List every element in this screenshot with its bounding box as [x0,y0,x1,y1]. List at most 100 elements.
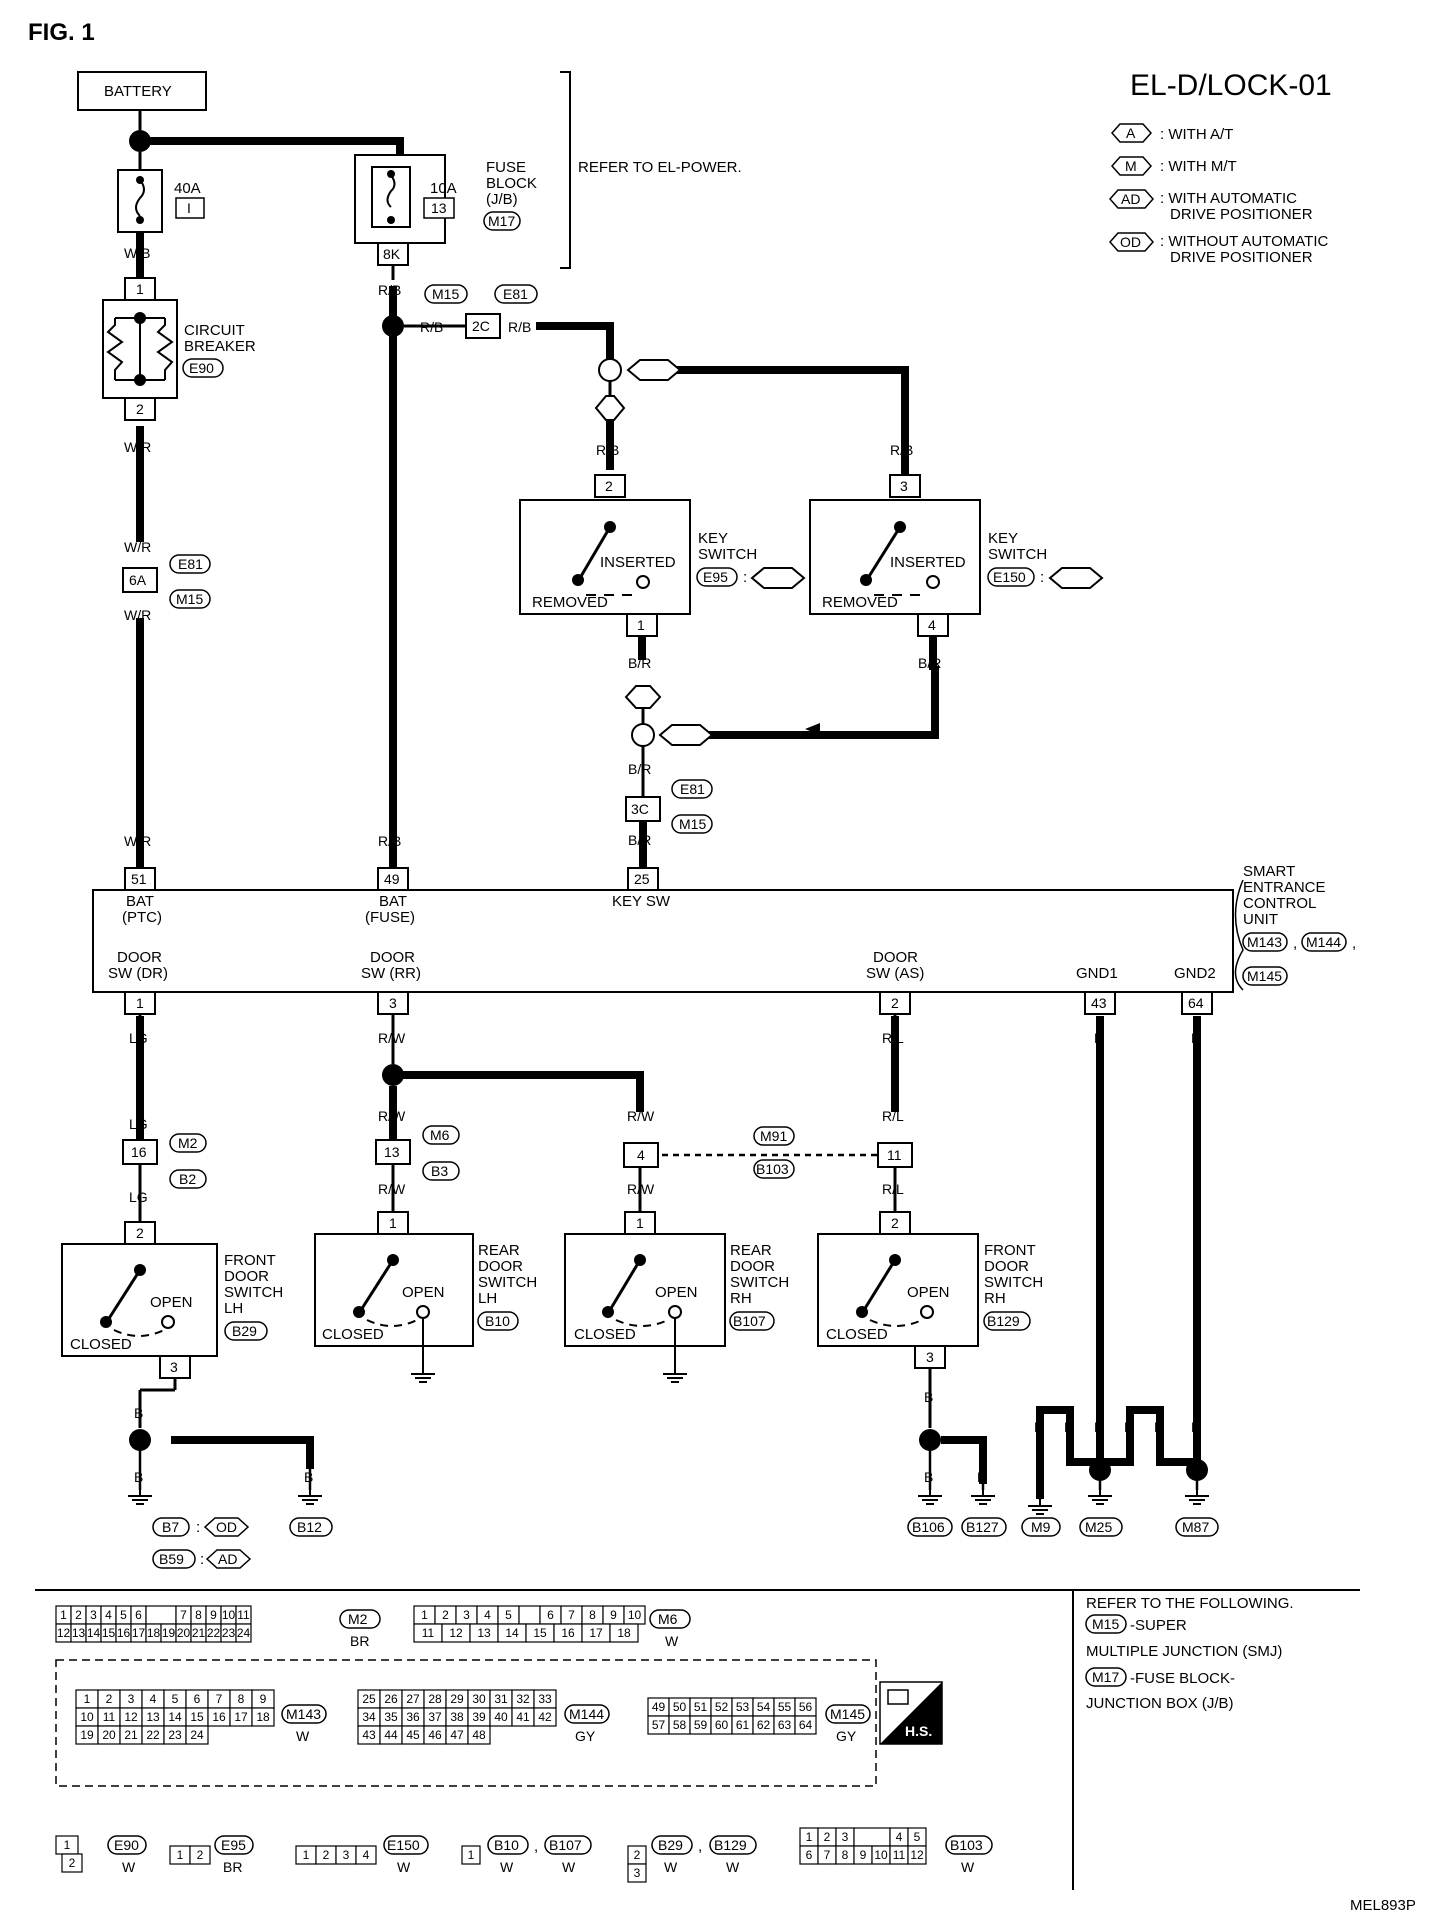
battery-box: BATTERY [77,71,207,152]
m144-pin: 29 [450,1692,464,1706]
wire-color-rb-5: R/B [890,442,913,458]
wire-color-rl-1: R/L [882,1030,904,1046]
joint-16: 16 M2 B2 [122,1133,207,1189]
joint-4-11-c1: M91 [760,1128,787,1144]
gnd-m87: M87 [1182,1519,1209,1535]
key-sw1-l2: SWITCH [698,546,757,563]
m145-pin: 51 [694,1700,708,1714]
m143-pin: 24 [190,1728,204,1742]
smart-entrance-control-unit: 51 BAT (PTC) 49 BAT (FUSE) 25 KEY SW DOO… [92,863,1356,1015]
option-hex [658,724,714,746]
wire-color-rb-2: R/B [420,319,443,335]
b103-pin: 4 [896,1830,903,1844]
cb-l1: CIRCUIT [184,322,245,339]
e95-cell [189,1845,211,1865]
cb-l2: BREAKER [184,338,256,355]
conn-b10-color-1: W [500,1859,514,1875]
joint-2c: 2C M15 E81 R/B [424,284,538,339]
m2-cell [145,1605,177,1625]
term-64-l2: GND2 [1174,965,1216,982]
m144-pin: 34 [362,1710,376,1724]
key-switch-e150: 3 INSERTED REMOVED 4 KEY SWITCH E150 : [809,474,1104,637]
m2-pin: 11 [237,1608,250,1622]
ds2-l3: SWITCH [478,1274,537,1291]
splice-gnd2 [1186,1459,1208,1481]
ds2-closed: CLOSED [322,1326,384,1343]
splice-gnd1 [1089,1459,1111,1481]
wire-color-b-14: B [1191,1419,1200,1435]
m143-pin: 12 [124,1710,138,1724]
legend-text-ad-1: : WITH AUTOMATIC [1160,190,1297,207]
b103-pin: 11 [893,1848,906,1862]
wire-color-b-5: B [304,1469,313,1485]
secu-l3: CONTROL [1243,895,1316,912]
key-sw1-l1: KEY [698,530,728,547]
joint-2c-c1: M15 [432,286,459,302]
gnd-b12: B12 [297,1519,322,1535]
wire-color-wr-2: W/R [124,539,151,555]
ds1-open: OPEN [150,1294,193,1311]
m6-pin: 10 [628,1608,642,1622]
m144-pin: 30 [472,1692,486,1706]
ds3-open: OPEN [655,1284,698,1301]
ground-labels-rh: B106 B127 M9 M25 M87 [907,1517,1219,1537]
m145-pin: 64 [799,1718,813,1732]
m6-pin: 8 [589,1608,596,1622]
ds2-pin-in: 1 [389,1215,397,1231]
e90-pin: 1 [64,1838,71,1852]
m2-pin: 22 [207,1626,221,1640]
refer-bracket [560,71,571,269]
legend-code-m: M [1125,158,1137,174]
m6-pin: 4 [484,1608,491,1622]
wire-color-br-1: B/R [628,655,651,671]
wire-color-br-2: B/R [918,655,941,671]
secu-l4: UNIT [1243,911,1278,928]
term-51-pin: 51 [131,871,147,887]
legend-code-a: A [1126,125,1136,141]
m6-pin: 13 [477,1626,491,1640]
conn-b103-color: W [961,1859,975,1875]
m6-cell [518,1605,541,1625]
wire-color-b-12: B [1124,1419,1133,1435]
conn-m145-color: GY [836,1728,857,1744]
b103-pin: 1 [806,1830,813,1844]
m145-pin: 60 [715,1718,729,1732]
gnd-b59: B59 [159,1551,184,1567]
key-sw2-inserted: INSERTED [890,554,966,571]
wire-color-b-3: B [134,1405,143,1421]
secu-comma-2: , [1352,935,1356,952]
legend: A : WITH A/T M : WITH M/T AD : WITH AUTO… [1108,123,1329,266]
term-49-l1: BAT [379,893,407,910]
m6-pin: 1 [421,1608,428,1622]
m144-pin: 32 [516,1692,530,1706]
m144-pin: 47 [450,1728,464,1742]
legend-text-od-1: : WITHOUT AUTOMATIC [1160,233,1329,250]
m144-pin: 43 [362,1728,376,1742]
legend-text-m: : WITH M/T [1160,158,1237,175]
e150-pin: 2 [323,1848,330,1862]
m6-pin: 18 [617,1626,631,1640]
m2-pin: 17 [132,1626,146,1640]
rear-door-switch-rh: 1 OPEN CLOSED REAR DOOR SWITCH RH B107 [564,1211,789,1368]
term-49-pin: 49 [384,871,400,887]
cb-conn: E90 [189,360,214,376]
m144-pin: 48 [472,1728,486,1742]
ds2-l2: DOOR [478,1258,523,1275]
conn-b10-id: B10 [494,1837,519,1853]
m144-pin: 35 [384,1710,398,1724]
conn-b29-color-2: W [726,1859,740,1875]
joint-13-c2: B3 [431,1163,448,1179]
joint-13-c1: M6 [430,1127,450,1143]
refer-l3: MULTIPLE JUNCTION (SMJ) [1086,1643,1282,1660]
m143-pin: 18 [256,1710,270,1724]
b29-pin: 2 [634,1848,641,1862]
term-1-pin: 1 [136,995,144,1011]
m2-pin: 6 [135,1608,142,1622]
m2-pin: 13 [72,1626,86,1640]
m145-pin: 57 [652,1718,666,1732]
splice-rw [382,1064,404,1086]
m145-pin: 53 [736,1700,750,1714]
wire-color-b-1: B [1094,1030,1103,1046]
m143-pin: 1 [84,1692,91,1706]
secu-c3: M145 [1247,968,1282,984]
